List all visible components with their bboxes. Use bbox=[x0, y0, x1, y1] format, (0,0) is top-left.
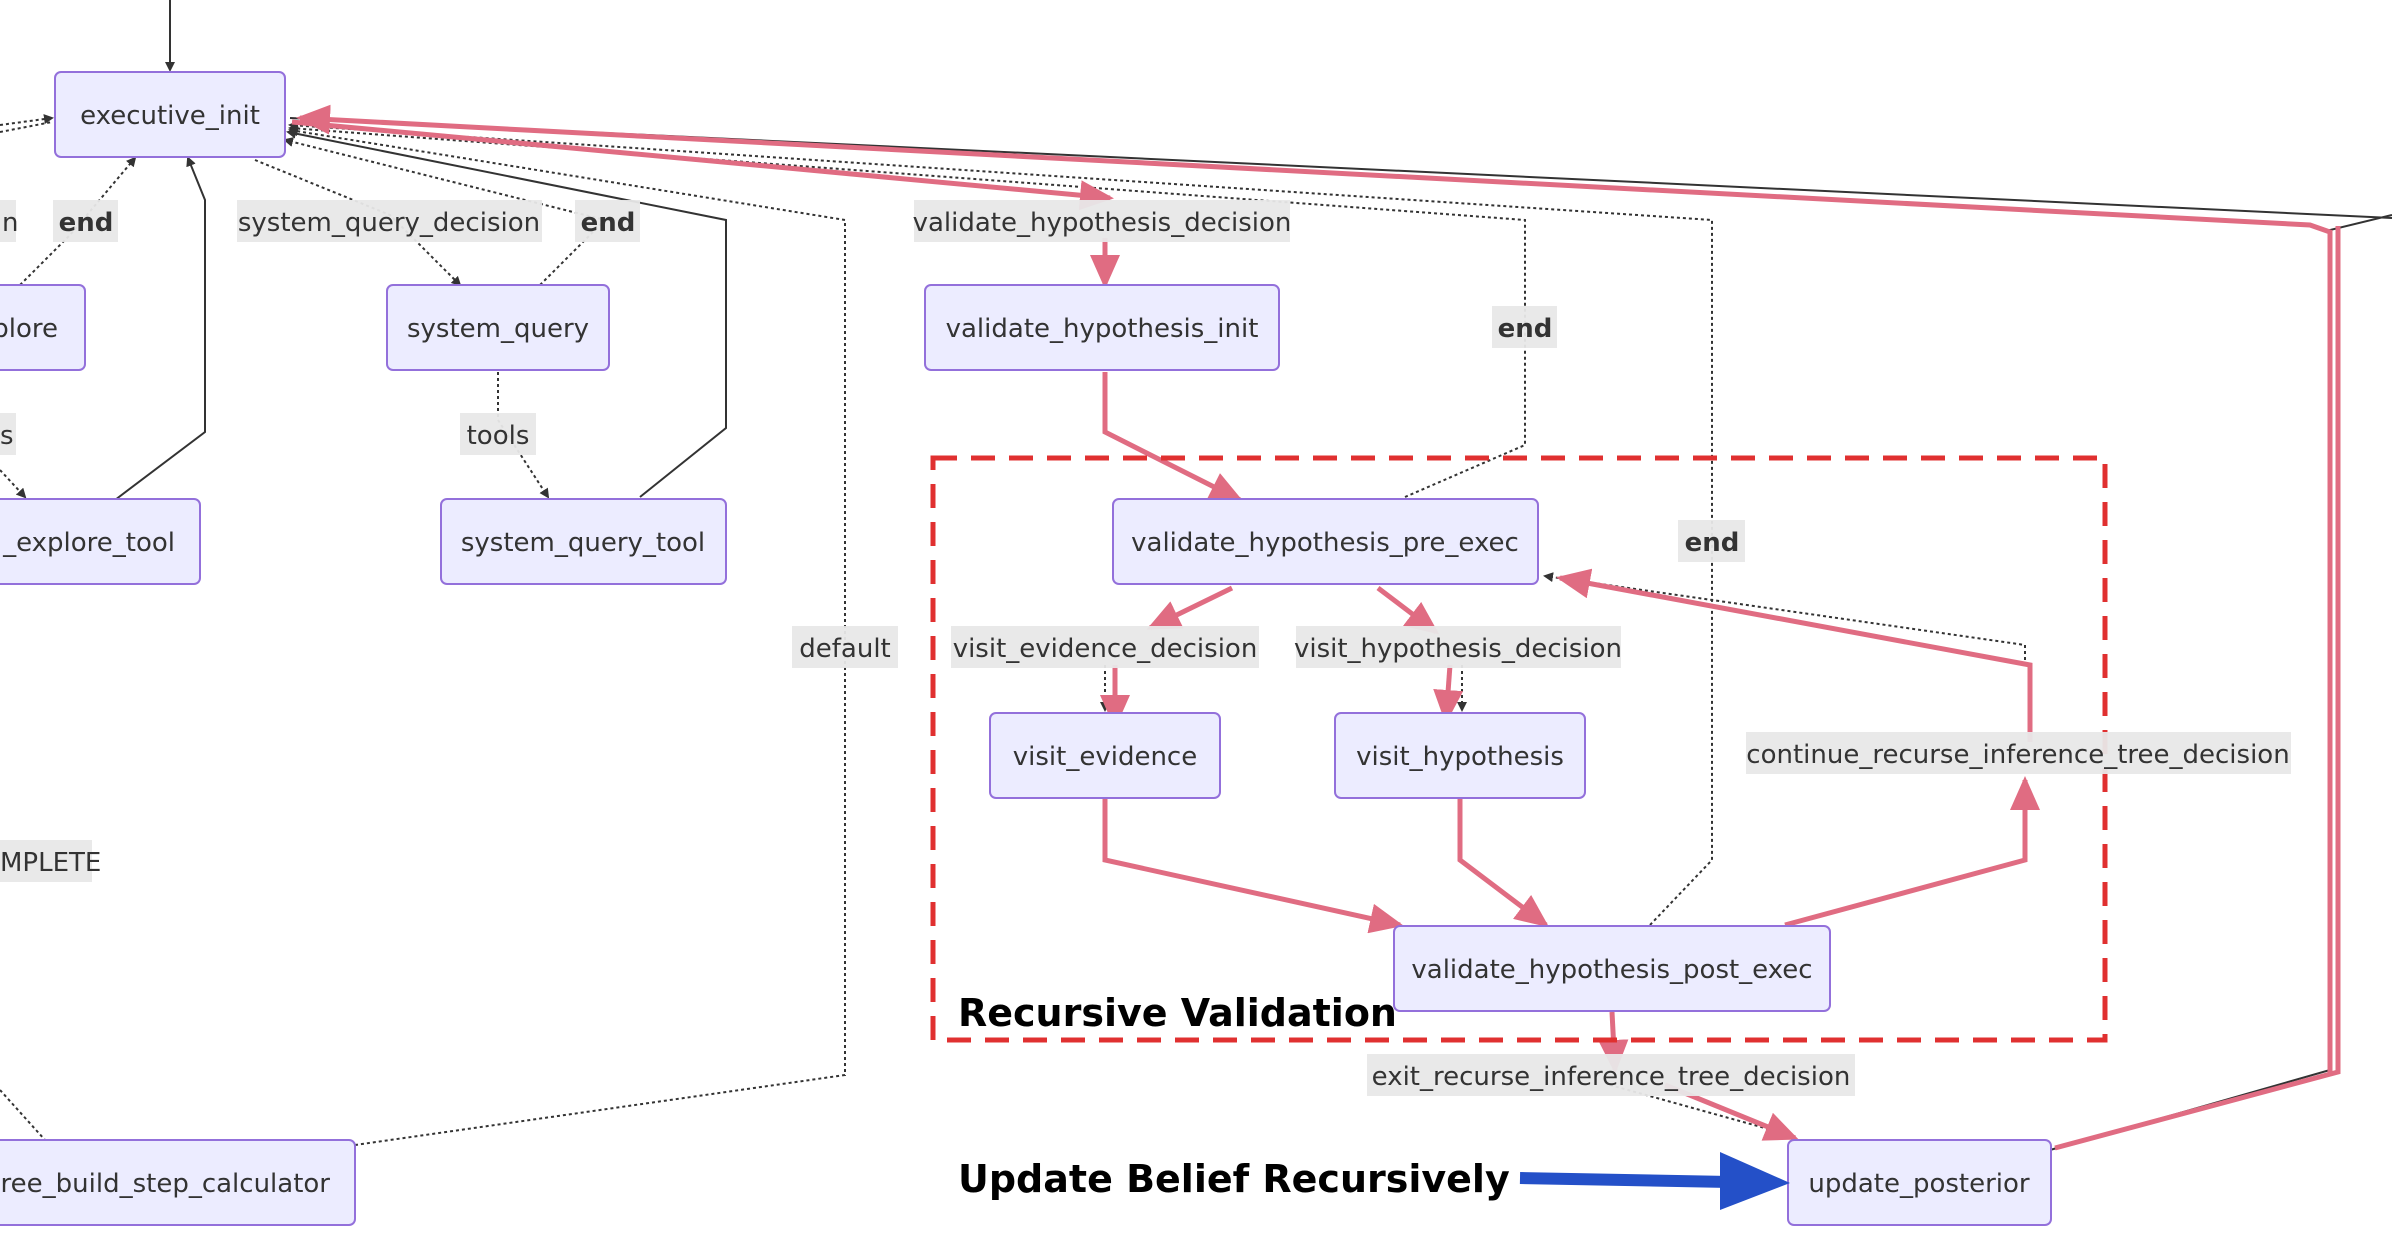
svg-text:validate_hypothesis_init: validate_hypothesis_init bbox=[946, 314, 1259, 344]
svg-text:n: n bbox=[2, 208, 18, 238]
edge-label-validate-hypothesis-decision: validate_hypothesis_decision bbox=[913, 200, 1292, 242]
recursive-validation-label: Recursive Validation bbox=[958, 991, 1397, 1035]
svg-text:validate_hypothesis_post_exec: validate_hypothesis_post_exec bbox=[1411, 955, 1812, 985]
edge-label-continue-recurse-inference-tree-decision: continue_recurse_inference_tree_decision bbox=[1746, 732, 2291, 774]
svg-text:tree_build_step_calculator: tree_build_step_calculator bbox=[0, 1169, 330, 1199]
svg-text:end: end bbox=[1685, 528, 1740, 558]
svg-text:system_query_tool: system_query_tool bbox=[461, 528, 705, 558]
edge-label-end: end bbox=[575, 200, 640, 242]
svg-text:tools: tools bbox=[467, 421, 530, 451]
node-update-posterior[interactable]: update_posterior bbox=[1787, 1139, 2052, 1226]
edge-label-left-s: s bbox=[0, 413, 16, 455]
svg-text:executive_init: executive_init bbox=[80, 101, 260, 131]
node-tree-build-step-calculator[interactable]: tree_build_step_calculator bbox=[0, 1139, 356, 1226]
svg-text:s: s bbox=[0, 421, 14, 451]
edge-label-visit-hypothesis-decision: visit_hypothesis_decision bbox=[1294, 626, 1622, 668]
edge-label-end: end bbox=[53, 200, 118, 242]
node-visit-hypothesis[interactable]: visit_hypothesis bbox=[1334, 712, 1586, 799]
node-validate-hypothesis-init[interactable]: validate_hypothesis_init bbox=[924, 284, 1280, 371]
node-visit-evidence[interactable]: visit_evidence bbox=[989, 712, 1221, 799]
svg-text:end: end bbox=[1498, 314, 1553, 344]
edge-label-system-query-decision: system_query_decision bbox=[237, 200, 542, 242]
update-belief-label: Update Belief Recursively bbox=[958, 1157, 1510, 1201]
edge-label-exit-recurse-inference-tree-decision: exit_recurse_inference_tree_decision bbox=[1367, 1054, 1855, 1096]
node-executive-init[interactable]: executive_init bbox=[54, 71, 286, 158]
svg-text:visit_hypothesis: visit_hypothesis bbox=[1356, 742, 1564, 772]
svg-text:end: end bbox=[581, 208, 636, 238]
svg-text:exit_recurse_inference_tree_de: exit_recurse_inference_tree_decision bbox=[1372, 1062, 1851, 1092]
node-system-query-tool[interactable]: system_query_tool bbox=[440, 498, 727, 585]
svg-text:_explore_tool: _explore_tool bbox=[2, 528, 175, 558]
edge-label-tools: tools bbox=[460, 413, 536, 455]
svg-text:visit_hypothesis_decision: visit_hypothesis_decision bbox=[1294, 634, 1622, 664]
svg-text:visit_evidence: visit_evidence bbox=[1013, 742, 1197, 772]
edge-label-mplete: MPLETE bbox=[0, 840, 101, 882]
svg-text:MPLETE: MPLETE bbox=[0, 848, 101, 878]
edge-label-visit-evidence-decision: visit_evidence_decision bbox=[951, 626, 1259, 668]
svg-text:continue_recurse_inference_tre: continue_recurse_inference_tree_decision bbox=[1746, 740, 2289, 770]
svg-text:validate_hypothesis_pre_exec: validate_hypothesis_pre_exec bbox=[1131, 528, 1519, 558]
node-validate-hypothesis-pre-exec[interactable]: validate_hypothesis_pre_exec bbox=[1112, 498, 1539, 585]
node-explore-tool[interactable]: _explore_tool bbox=[0, 498, 201, 585]
edge-label-end: end bbox=[1678, 520, 1745, 562]
svg-text:plore: plore bbox=[0, 314, 58, 344]
svg-text:update_posterior: update_posterior bbox=[1808, 1169, 2030, 1199]
edge-label-end: end bbox=[1492, 306, 1557, 348]
svg-text:system_query: system_query bbox=[407, 314, 589, 344]
node-explore[interactable]: plore bbox=[0, 284, 86, 371]
svg-text:system_query_decision: system_query_decision bbox=[238, 208, 540, 238]
edge-label-left-n: n bbox=[0, 200, 18, 242]
edge-label-default: default bbox=[792, 626, 898, 668]
svg-text:visit_evidence_decision: visit_evidence_decision bbox=[953, 634, 1258, 664]
svg-text:validate_hypothesis_decision: validate_hypothesis_decision bbox=[913, 208, 1292, 238]
node-validate-hypothesis-post-exec[interactable]: validate_hypothesis_post_exec bbox=[1393, 925, 1831, 1012]
blue-arrow-icon bbox=[1519, 1152, 1790, 1210]
svg-text:end: end bbox=[59, 208, 114, 238]
node-system-query[interactable]: system_query bbox=[386, 284, 610, 371]
svg-text:default: default bbox=[799, 634, 890, 664]
